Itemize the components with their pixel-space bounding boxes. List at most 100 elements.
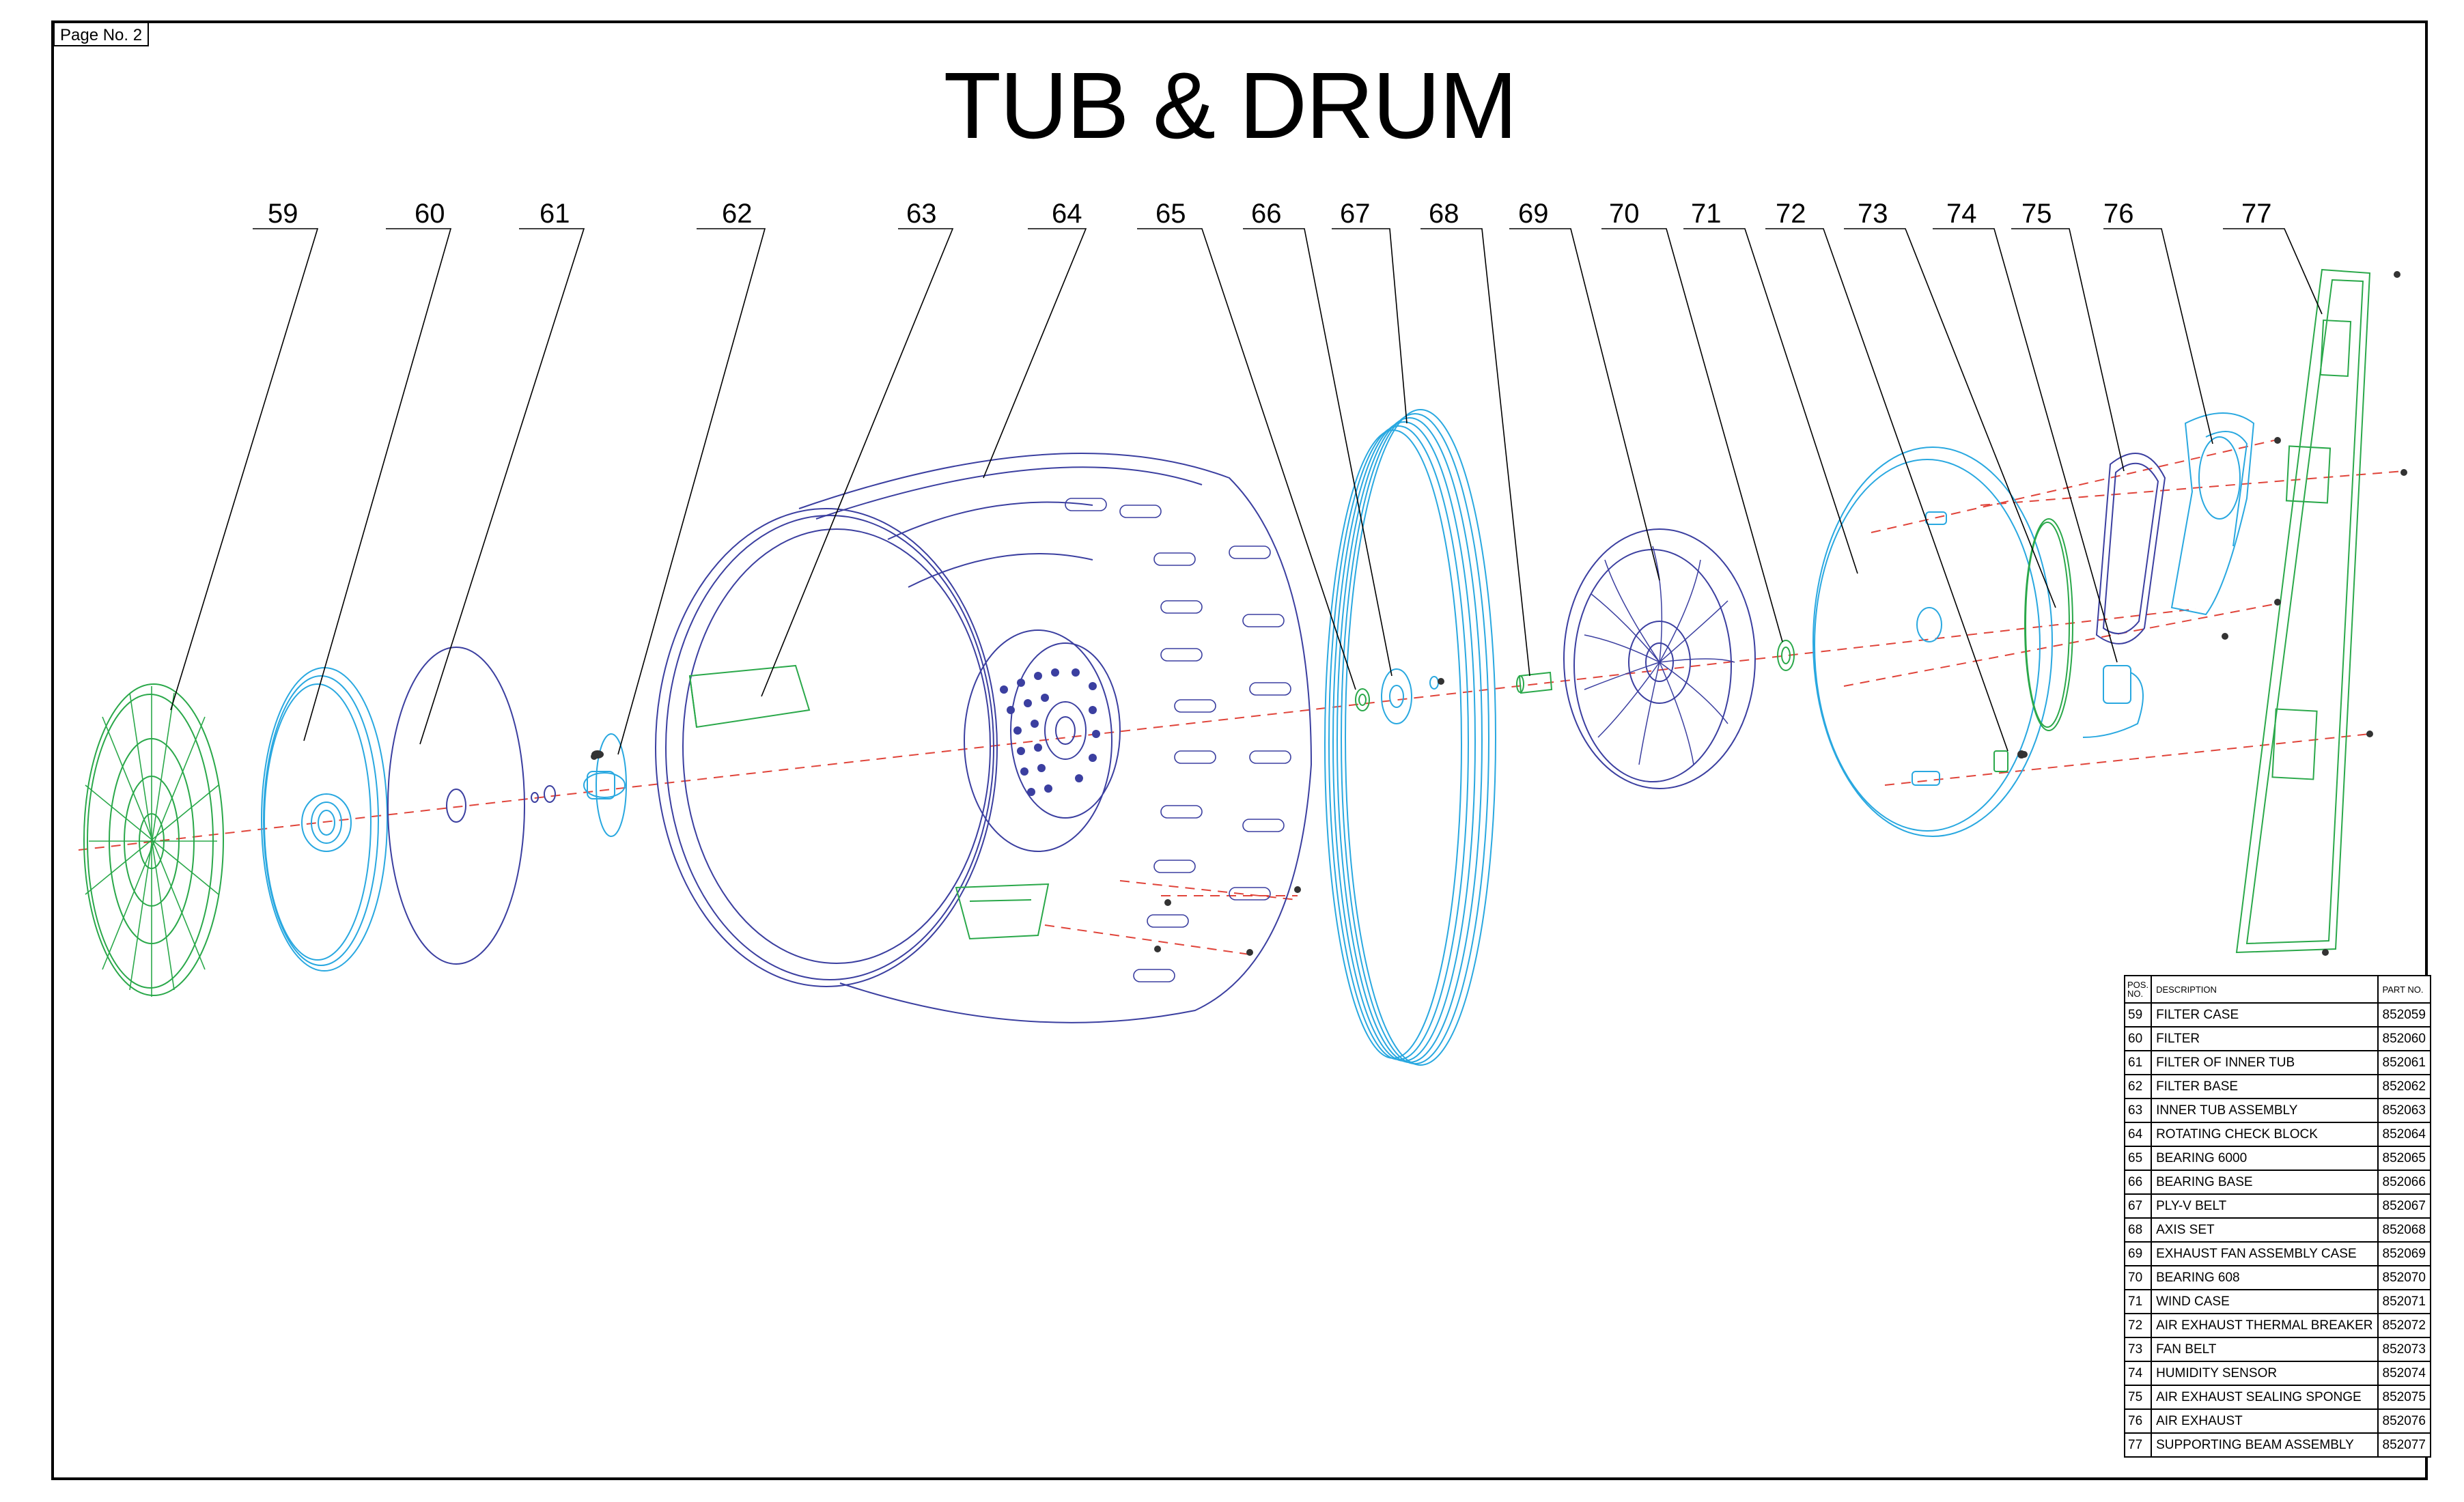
cell-part-no: 852062 <box>2377 1074 2431 1099</box>
callout-61: 61 <box>540 199 570 229</box>
sealing-sponge-part <box>2095 453 2166 644</box>
callout-numbers: 59 60 61 62 63 64 65 66 67 68 69 70 71 7… <box>268 199 2272 229</box>
callout-69: 69 <box>1518 199 1549 229</box>
cell-description: FILTER OF INNER TUB <box>2151 1050 2379 1075</box>
filter-part <box>261 667 388 972</box>
cell-pos: 63 <box>2123 1098 2153 1123</box>
fan-belt-part <box>2024 518 2073 731</box>
cell-part-no: 852066 <box>2377 1170 2431 1195</box>
cell-description: WIND CASE <box>2151 1289 2379 1314</box>
callout-64: 64 <box>1052 199 1082 229</box>
cell-part-no: 852074 <box>2377 1361 2431 1386</box>
cell-pos: 62 <box>2123 1074 2153 1099</box>
cell-part-no: 852075 <box>2377 1385 2431 1410</box>
humidity-sensor-part <box>2082 665 2144 738</box>
cell-description: FAN BELT <box>2151 1337 2379 1362</box>
inner-tub-baffle-part <box>688 664 1050 940</box>
title-text: TUB & DRUM <box>943 53 1518 158</box>
cell-description: AIR EXHAUST THERMAL BREAKER <box>2151 1313 2379 1338</box>
cell-pos: 72 <box>2123 1313 2153 1338</box>
cell-description: ROTATING CHECK BLOCK <box>2151 1122 2379 1147</box>
callout-74: 74 <box>1946 199 1977 229</box>
assembly-axis-lines <box>78 440 2405 955</box>
cell-pos: 74 <box>2123 1361 2153 1386</box>
cell-part-no: 852064 <box>2377 1122 2431 1147</box>
callout-77: 77 <box>2241 199 2272 229</box>
cell-description: EXHAUST FAN ASSEMBLY CASE <box>2151 1241 2379 1266</box>
callout-76: 76 <box>2103 199 2134 229</box>
cell-part-no: 852069 <box>2377 1241 2431 1266</box>
cell-description: SUPPORTING BEAM ASSEMBLY <box>2151 1432 2379 1458</box>
bearing-base-part <box>1381 668 1439 724</box>
callout-70: 70 <box>1609 199 1640 229</box>
callout-71: 71 <box>1691 199 1722 229</box>
cell-part-no: 852067 <box>2377 1193 2431 1219</box>
filter-case-part <box>83 683 224 997</box>
table-header-row: POS. NO. DESCRIPTION PART NO. <box>2123 975 2431 1004</box>
cell-pos: 73 <box>2123 1337 2153 1362</box>
bearing-608-part <box>1777 640 1795 671</box>
cell-pos: 71 <box>2123 1289 2153 1314</box>
cell-pos: 70 <box>2123 1265 2153 1290</box>
cell-pos: 60 <box>2123 1026 2153 1051</box>
screw-markers <box>591 271 2407 956</box>
cell-description: BEARING BASE <box>2151 1170 2379 1195</box>
cell-pos: 59 <box>2123 1002 2153 1028</box>
cell-pos: 77 <box>2123 1432 2153 1458</box>
wind-case-part <box>1812 447 2053 837</box>
callout-75: 75 <box>2021 199 2052 229</box>
cell-pos: 61 <box>2123 1050 2153 1075</box>
callout-leaders <box>170 228 2323 755</box>
filter-base-part <box>583 733 627 837</box>
cell-part-no: 852070 <box>2377 1265 2431 1290</box>
cell-part-no: 852077 <box>2377 1432 2431 1458</box>
page-title: TUB & DRUM <box>0 55 2464 157</box>
cell-description: BEARING 608 <box>2151 1265 2379 1290</box>
cell-pos: 67 <box>2123 1193 2153 1219</box>
callout-66: 66 <box>1251 199 1282 229</box>
cell-part-no: 852076 <box>2377 1408 2431 1434</box>
ply-v-belt-part <box>1324 409 1496 1066</box>
cell-description: AIR EXHAUST SEALING SPONGE <box>2151 1385 2379 1410</box>
cell-part-no: 852060 <box>2377 1026 2431 1051</box>
cell-pos: 76 <box>2123 1408 2153 1434</box>
callout-60: 60 <box>415 199 445 229</box>
cell-part-no: 852065 <box>2377 1146 2431 1171</box>
callout-73: 73 <box>1858 199 1888 229</box>
cell-pos: 75 <box>2123 1385 2153 1410</box>
header-part-no: PART NO. <box>2377 975 2431 1004</box>
header-pos: POS. NO. <box>2123 975 2153 1004</box>
cell-part-no: 852068 <box>2377 1217 2431 1243</box>
cell-part-no: 852071 <box>2377 1289 2431 1314</box>
callout-72: 72 <box>1776 199 1806 229</box>
cell-description: FILTER BASE <box>2151 1074 2379 1099</box>
supporting-beam-part <box>2235 268 2371 954</box>
cell-description: PLY-V BELT <box>2151 1193 2379 1219</box>
air-exhaust-part <box>2170 412 2255 616</box>
callout-59: 59 <box>268 199 298 229</box>
cell-description: BEARING 6000 <box>2151 1146 2379 1171</box>
cell-description: FILTER <box>2151 1026 2379 1051</box>
cell-description: AXIS SET <box>2151 1217 2379 1243</box>
page-number-label: Page No. 2 <box>53 22 150 46</box>
callout-63: 63 <box>906 199 937 229</box>
cell-pos: 69 <box>2123 1241 2153 1266</box>
cell-part-no: 852073 <box>2377 1337 2431 1362</box>
